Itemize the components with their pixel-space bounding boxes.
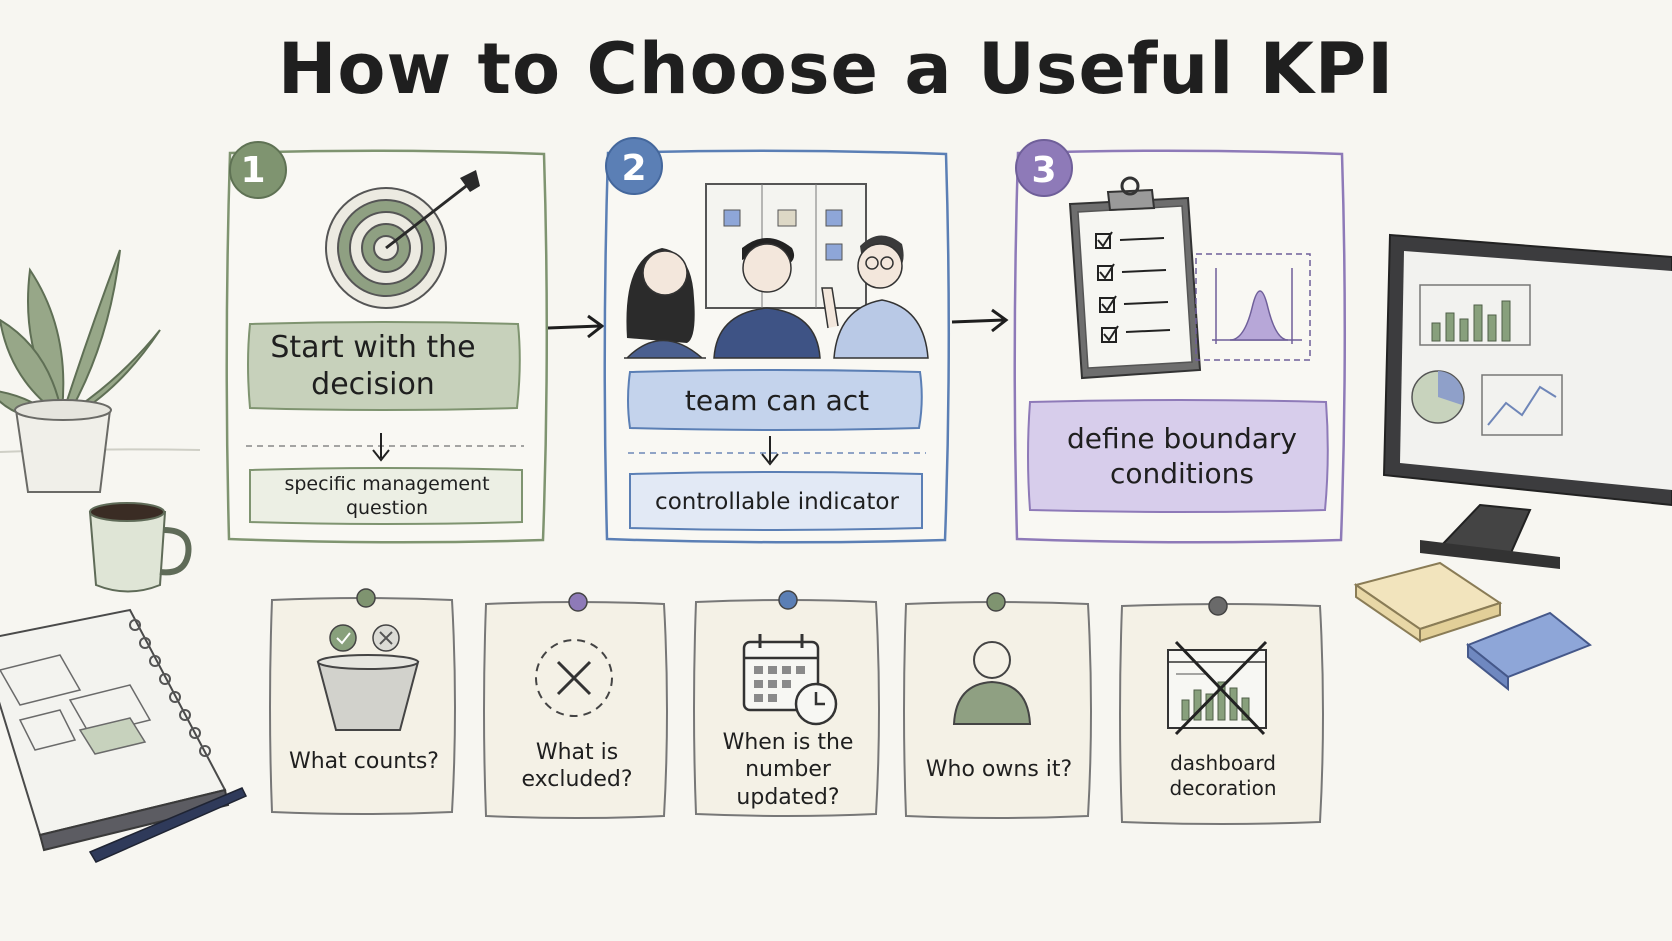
- note-card-5: [1119, 596, 1324, 825]
- pen-icon: [88, 787, 248, 863]
- note-label-1: What counts?: [288, 749, 439, 775]
- note-label-2: What is excluded?: [521, 739, 633, 793]
- bucket-check-icon: [316, 624, 420, 731]
- step-number-2: 2: [621, 147, 647, 189]
- step-number-1: 1: [240, 149, 266, 191]
- sticky-pad-yellow-icon: [1353, 561, 1503, 643]
- target-icon: [325, 170, 480, 309]
- step-label-2: team can act: [684, 383, 870, 417]
- plant-pot-icon: [14, 409, 112, 493]
- step-label-3: define boundary conditions: [1067, 422, 1297, 490]
- arrow-right-icon: [951, 308, 1009, 333]
- desk-decor-right: [1353, 233, 1672, 692]
- note-card-4: [903, 592, 1092, 819]
- arrow-right-icon: [547, 314, 605, 339]
- distribution-chart-icon: [1195, 253, 1311, 361]
- note-label-5: dashboard decoration: [1169, 751, 1277, 800]
- calendar-clock-icon: [742, 634, 838, 726]
- step-number-3: 3: [1031, 149, 1057, 191]
- step-card-2: [603, 137, 951, 544]
- note-card-3: [693, 590, 880, 817]
- plant-icon: [0, 249, 161, 422]
- sticky-pad-blue-icon: [1466, 611, 1592, 692]
- checklist-clipboard-icon: [1068, 176, 1202, 380]
- step-card-1: [225, 141, 549, 544]
- desk-decor-left: [0, 249, 248, 863]
- note-label-4: Who owns it?: [925, 757, 1073, 783]
- crossed-dashboard-icon: [1167, 640, 1268, 736]
- monitor-icon: [1382, 233, 1672, 569]
- note-card-1: [269, 588, 456, 815]
- step-sub-1: specific management question: [284, 473, 490, 519]
- step-card-3: [1013, 139, 1347, 544]
- notebook-icon: [0, 608, 230, 852]
- step-label-1: Start with the decision: [270, 329, 476, 403]
- step-sub-2: controllable indicator: [655, 488, 899, 515]
- coffee-mug-icon: [88, 502, 192, 593]
- page-title: How to Choose a Useful KPI: [277, 28, 1395, 110]
- person-icon: [952, 641, 1032, 725]
- note-label-3: When is the number updated?: [722, 729, 854, 810]
- exclude-x-icon: [535, 639, 613, 717]
- note-card-2: [483, 592, 668, 819]
- team-meeting-icon: [624, 183, 929, 359]
